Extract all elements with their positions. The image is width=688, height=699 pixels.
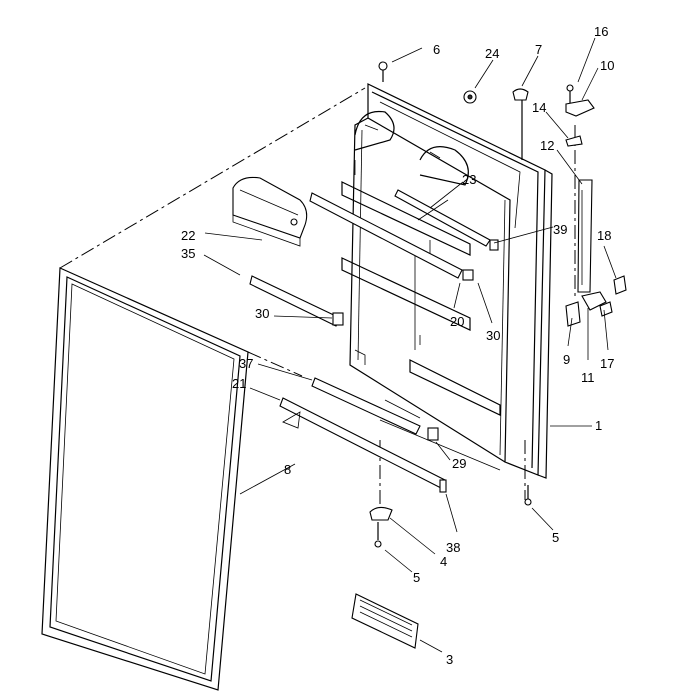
callout-30a: 30: [255, 306, 269, 321]
callout-7: 7: [535, 42, 542, 57]
callout-22: 22: [181, 228, 195, 243]
callout-29: 29: [452, 456, 466, 471]
callout-24: 24: [485, 46, 499, 61]
callout-18: 18: [597, 228, 611, 243]
dairy-door: [232, 176, 308, 247]
callout-5a: 5: [552, 530, 559, 545]
callout-21: 21: [232, 376, 246, 391]
callout-39: 39: [553, 222, 567, 237]
brackets: [282, 239, 499, 493]
door-liner: [341, 83, 553, 479]
door-gasket: [41, 267, 249, 691]
shelf-rails: [249, 189, 491, 489]
callout-1: 1: [595, 418, 602, 433]
bottom-part: [351, 593, 419, 649]
callout-10: 10: [600, 58, 614, 73]
callout-labels: 1 3 4 5 5 6 7 8 9 10 11 12 14 16 17 18 2…: [181, 24, 614, 667]
callout-12: 12: [540, 138, 554, 153]
callout-23: 23: [462, 172, 476, 187]
callout-3: 3: [446, 652, 453, 667]
callout-9: 9: [563, 352, 570, 367]
small-parts: [369, 61, 627, 548]
callout-11: 11: [581, 370, 595, 385]
callout-8: 8: [284, 462, 291, 477]
callout-30b: 30: [486, 328, 500, 343]
callout-35: 35: [181, 246, 195, 261]
callout-5b: 5: [413, 570, 420, 585]
callout-4: 4: [440, 554, 447, 569]
callout-16: 16: [594, 24, 608, 39]
callout-14: 14: [532, 100, 546, 115]
callout-6: 6: [433, 42, 440, 57]
callout-38: 38: [446, 540, 460, 555]
callout-17: 17: [600, 356, 614, 371]
callout-20: 20: [450, 314, 464, 329]
callout-37: 37: [239, 356, 253, 371]
leader-lines: [203, 37, 617, 653]
